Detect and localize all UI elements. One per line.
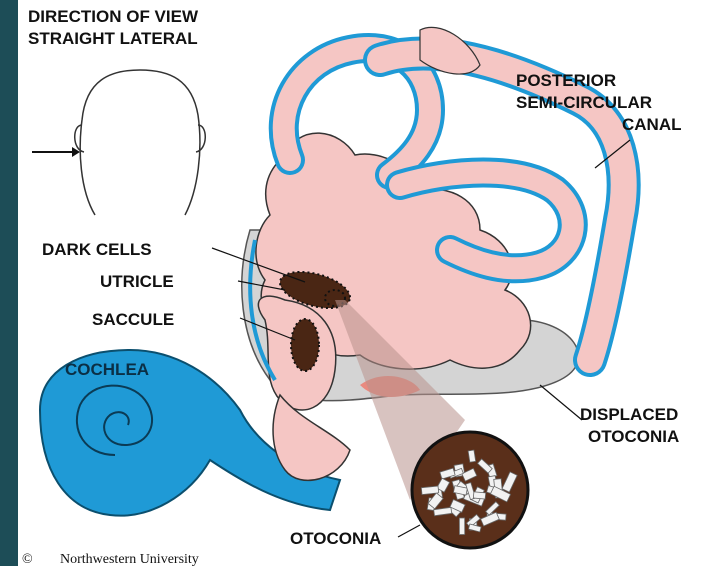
label-displaced-line2: OTOCONIA bbox=[588, 427, 679, 446]
saccule-macula bbox=[291, 319, 319, 371]
label-posterior-line3: CANAL bbox=[622, 115, 682, 134]
otoconia-crystal bbox=[421, 486, 438, 495]
credit-text: Northwestern University bbox=[60, 552, 199, 566]
label-posterior-line1: POSTERIOR bbox=[516, 71, 616, 90]
label-otoconia: OTOCONIA bbox=[290, 529, 381, 548]
label-saccule: SACCULE bbox=[92, 310, 174, 329]
label-displaced-line1: DISPLACED bbox=[580, 405, 678, 424]
otoconia-crystal bbox=[459, 518, 464, 535]
label-cochlea: COCHLEA bbox=[65, 360, 149, 379]
otoconia-crystal bbox=[468, 450, 476, 462]
copyright-symbol: © bbox=[22, 552, 33, 566]
label-direction-line2: STRAIGHT LATERAL bbox=[28, 29, 198, 48]
label-direction-line1: DIRECTION OF VIEW bbox=[28, 7, 199, 26]
label-utricle: UTRICLE bbox=[100, 272, 174, 291]
otoconia-crystal bbox=[473, 492, 485, 499]
label-posterior-line2: SEMI-CIRCULAR bbox=[516, 93, 652, 112]
label-dark-cells: DARK CELLS bbox=[42, 240, 152, 259]
